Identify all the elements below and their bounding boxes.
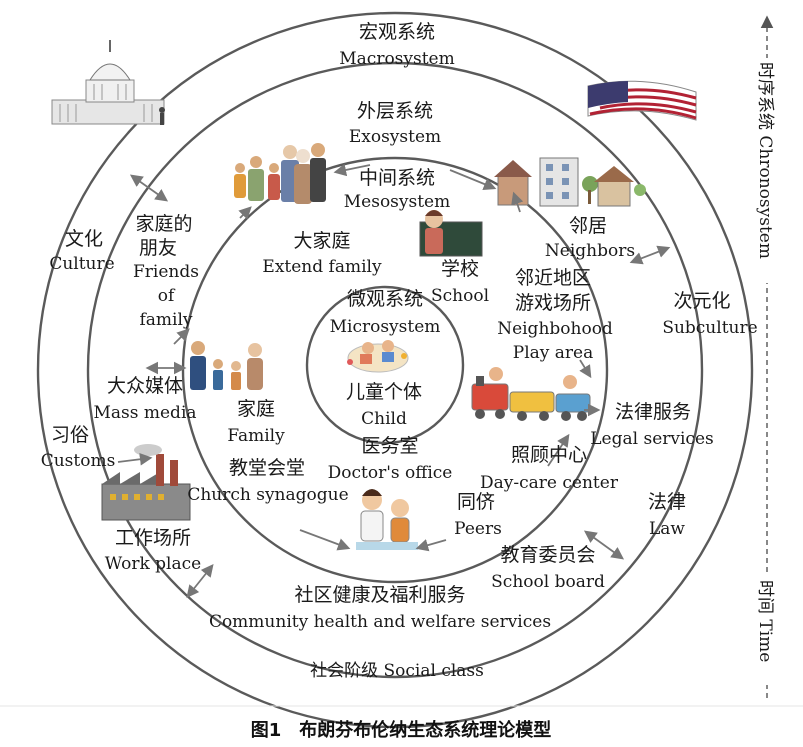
extended-family-icon [234,143,326,204]
exosystem-zh: 外层系统 [357,100,433,122]
macrosystem-zh: 宏观系统 [359,21,435,43]
macrosystem-ring [36,11,754,729]
subculture-zh: 次元化 [673,290,730,312]
axis-label-bg-bottom [756,575,778,685]
axis-label-bg-top [756,58,778,283]
arrow-family-friends [173,328,190,345]
macrosystem-en: Macrosystem [339,49,455,69]
play-area-en-2: Play area [513,343,593,363]
church-en: Church synagogue [187,485,348,505]
work-place-en: Work place [105,554,201,574]
school-board-en: School board [491,572,605,592]
arrow-peers-doctor [415,539,447,552]
church-zh: 教堂会堂 [229,457,305,479]
arrow-workplace-community [186,564,214,598]
time-label: 时间 Time [755,580,775,662]
connection-arrows [117,163,671,598]
microsystem-en: Microsystem [330,317,441,337]
factory-icon [101,444,191,521]
extend-family-zh: 大家庭 [293,230,350,252]
arrow-church-peers [299,529,351,551]
friends-zh-2: 朋友 [139,237,177,259]
school-en: School [431,286,489,306]
chronosystem-label: 时序系统 Chronosystem [755,62,775,259]
children-playing-icon [347,340,409,373]
community-zh: 社区健康及福利服务 [294,584,465,606]
friends-en-3: family [139,310,192,330]
subculture-en: Subculture [662,318,757,338]
play-train-icon [471,367,591,421]
legal-services-zh: 法律服务 [615,401,691,423]
child-en: Child [361,409,407,429]
culture-en: Culture [49,254,114,274]
law-zh: 法律 [648,491,686,513]
social-class-label: 社会阶级 Social class [310,661,484,681]
arrow-legal-daycare [547,433,570,467]
law-en: Law [649,519,685,539]
extend-family-en: Extend family [262,257,382,277]
arrow-schoolboard-law [583,530,625,560]
mesosystem-zh: 中间系统 [359,167,435,189]
doctor-zh: 医务室 [361,435,418,457]
play-area-zh-1: 邻近地区 [515,267,591,289]
doctor-en: Doctor's office [328,463,453,483]
doctor-peers-icon [356,489,418,550]
play-area-zh-2: 游戏场所 [515,292,591,314]
arrow-play-daycare [579,359,592,379]
culture-zh: 文化 [65,228,103,250]
neighbors-zh: 邻居 [569,215,607,237]
figure-caption: 图1 布朗芬布伦纳生态系统理论模型 [251,719,552,741]
mass-media-en: Mass media [93,403,196,423]
mesosystem-en: Mesosystem [344,192,451,212]
daycare-zh: 照顾中心 [511,444,587,466]
child-zh: 儿童个体 [346,381,422,403]
friends-zh-1: 家庭的 [135,213,192,235]
us-flag-icon [587,80,697,121]
friends-en-2: of [158,286,176,306]
friends-en-1: Friends [133,262,199,282]
customs-zh: 习俗 [51,424,89,446]
exosystem-en: Exosystem [349,127,441,147]
mass-media-zh: 大众媒体 [107,375,183,397]
microsystem-ring [305,285,465,445]
community-en: Community health and welfare services [209,612,551,632]
school-board-zh: 教育委员会 [500,544,595,566]
microsystem-zh: 微观系统 [347,288,423,310]
family-en: Family [227,426,285,446]
arrow-mesosystem-neighborhood [449,169,497,191]
family-icon [190,341,263,390]
peers-en: Peers [454,519,502,539]
peers-zh: 同侪 [457,491,495,513]
play-area-en-1: Neighbohood [497,319,613,339]
teacher-school-icon [419,210,483,257]
neighbors-en: Neighbors [545,241,635,261]
capitol-building-icon [51,40,165,125]
exosystem-ring [86,61,704,679]
work-place-zh: 工作场所 [115,527,191,549]
arrow-school-play [511,191,524,213]
daycare-en: Day-care center [480,473,619,493]
arrow-neighbors-subculture [629,245,671,265]
neighborhood-houses-icon [494,157,646,207]
arrow-extend-school [238,206,252,220]
arrow-customs-factory [117,452,153,466]
school-zh: 学校 [441,258,479,280]
legal-services-en: Legal services [590,429,713,449]
arrow-extend-family-mesosystem [333,163,371,177]
arrow-friends-culture [129,174,169,202]
family-zh: 家庭 [237,398,275,420]
customs-en: Customs [41,451,116,471]
